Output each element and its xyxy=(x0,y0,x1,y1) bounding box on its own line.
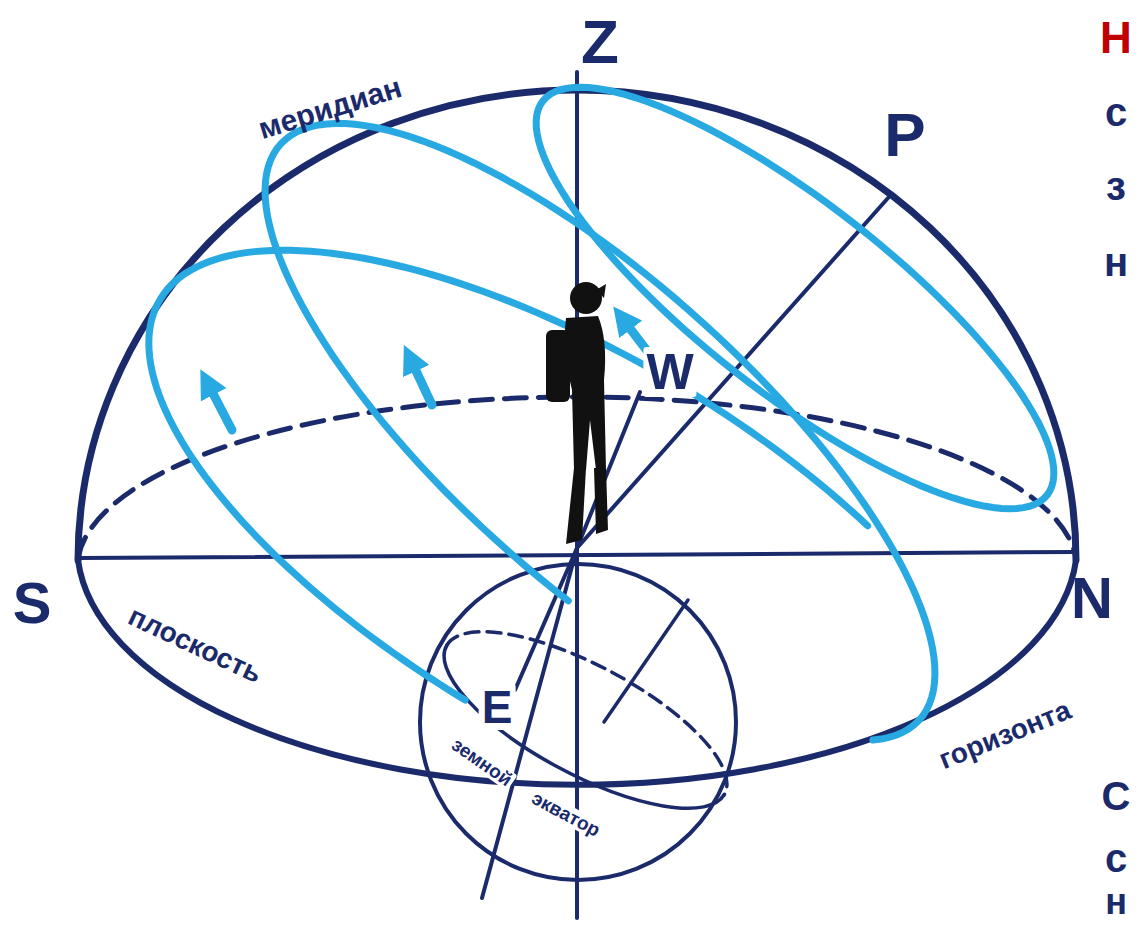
horizon-label: плоскость xyxy=(124,602,266,688)
zenith-label: Z xyxy=(581,11,619,73)
daily-paths xyxy=(149,87,1054,740)
observer-figure xyxy=(546,282,608,544)
earth-equator-back xyxy=(447,632,727,795)
cut-text: н xyxy=(1105,884,1127,920)
north-label: N xyxy=(1071,569,1113,627)
daily-path xyxy=(265,123,935,740)
cut-text: с xyxy=(1105,92,1127,132)
east-label: E xyxy=(479,684,516,730)
motion-arrow xyxy=(410,358,432,405)
earth-equator-front xyxy=(444,645,724,808)
cut-text: с xyxy=(1105,838,1127,878)
horizon-label: горизонта xyxy=(935,696,1075,774)
cut-text: Н xyxy=(1100,16,1132,60)
pole-label: P xyxy=(884,104,925,166)
earth-globe xyxy=(420,564,736,880)
earth-axis xyxy=(604,600,688,722)
motion-arrow xyxy=(207,382,232,430)
equator-label: экватор xyxy=(526,787,606,841)
meridian-label: меридиан xyxy=(255,72,405,144)
daily-path xyxy=(149,250,868,700)
west-label: W xyxy=(643,347,696,397)
south-label: S xyxy=(13,574,52,632)
cut-text: С xyxy=(1102,776,1131,816)
cut-text: з xyxy=(1106,166,1126,206)
cut-text: н xyxy=(1104,242,1128,282)
daily-path xyxy=(536,87,1054,509)
